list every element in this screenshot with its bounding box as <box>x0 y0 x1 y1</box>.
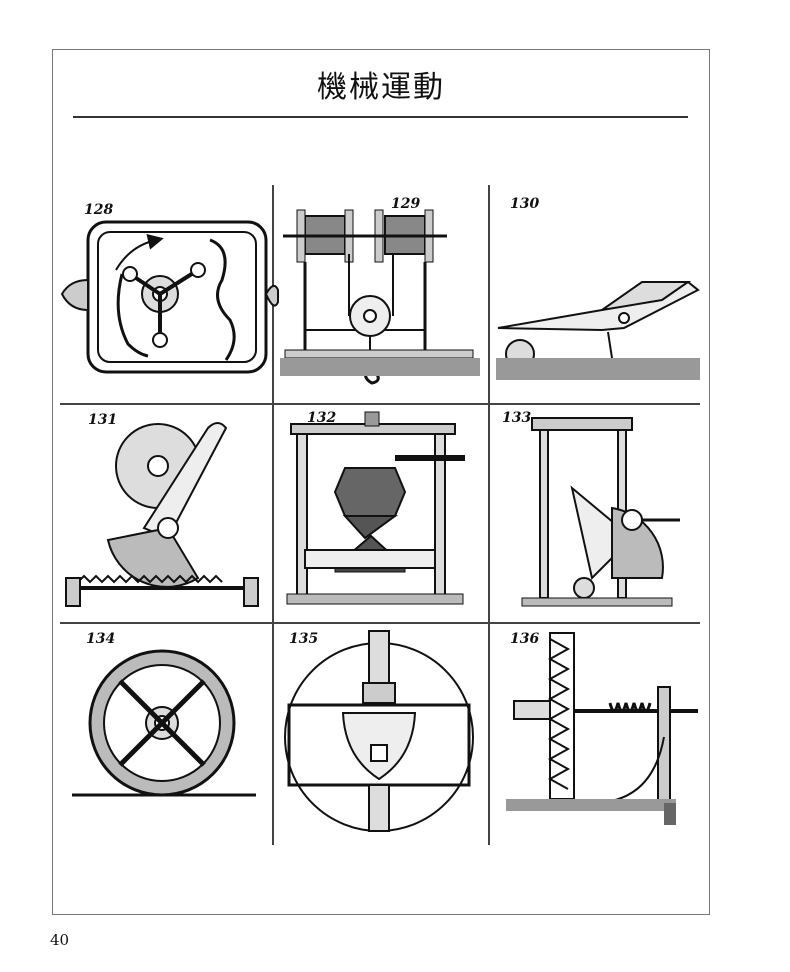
figure-number: 133 <box>502 410 532 426</box>
page-title: 機械運動 <box>317 70 445 105</box>
figure-135: 135 <box>275 627 487 842</box>
figure-number: 129 <box>391 196 421 212</box>
figure-132-drawing <box>286 411 465 605</box>
figure-132: 132 <box>275 408 487 618</box>
figure-130-drawing <box>496 280 700 380</box>
figure-131: 131 <box>58 408 270 618</box>
figure-129-drawing <box>280 209 480 385</box>
grid-divider-vertical-1 <box>272 185 274 845</box>
title-rule <box>73 116 688 118</box>
figure-134: 134 <box>58 627 270 842</box>
figure-136: 136 <box>492 627 704 842</box>
grid-divider-horizontal-1 <box>60 403 700 405</box>
figure-number: 136 <box>510 631 540 647</box>
page-frame <box>52 49 710 915</box>
figure-133: 133 <box>492 408 704 618</box>
figure-128: 128 <box>58 190 279 400</box>
figure-134-drawing <box>72 649 256 797</box>
figure-135-drawing <box>284 630 474 832</box>
figure-130: 130 <box>492 190 704 400</box>
figure-number: 135 <box>289 631 319 647</box>
figure-number: 134 <box>86 631 116 647</box>
page-number: 40 <box>50 931 70 949</box>
figure-number: 131 <box>88 412 118 428</box>
grid-divider-horizontal-2 <box>60 622 700 624</box>
grid-divider-vertical-2 <box>488 185 490 845</box>
figure-128-drawing <box>60 220 279 374</box>
figure-133-drawing <box>521 417 680 607</box>
figure-136-drawing <box>506 632 698 825</box>
figure-number: 130 <box>510 196 540 212</box>
figure-number: 132 <box>307 410 337 426</box>
figure-number: 128 <box>84 202 114 218</box>
figure-129: 129 <box>275 190 487 400</box>
figure-131-drawing <box>65 422 259 607</box>
